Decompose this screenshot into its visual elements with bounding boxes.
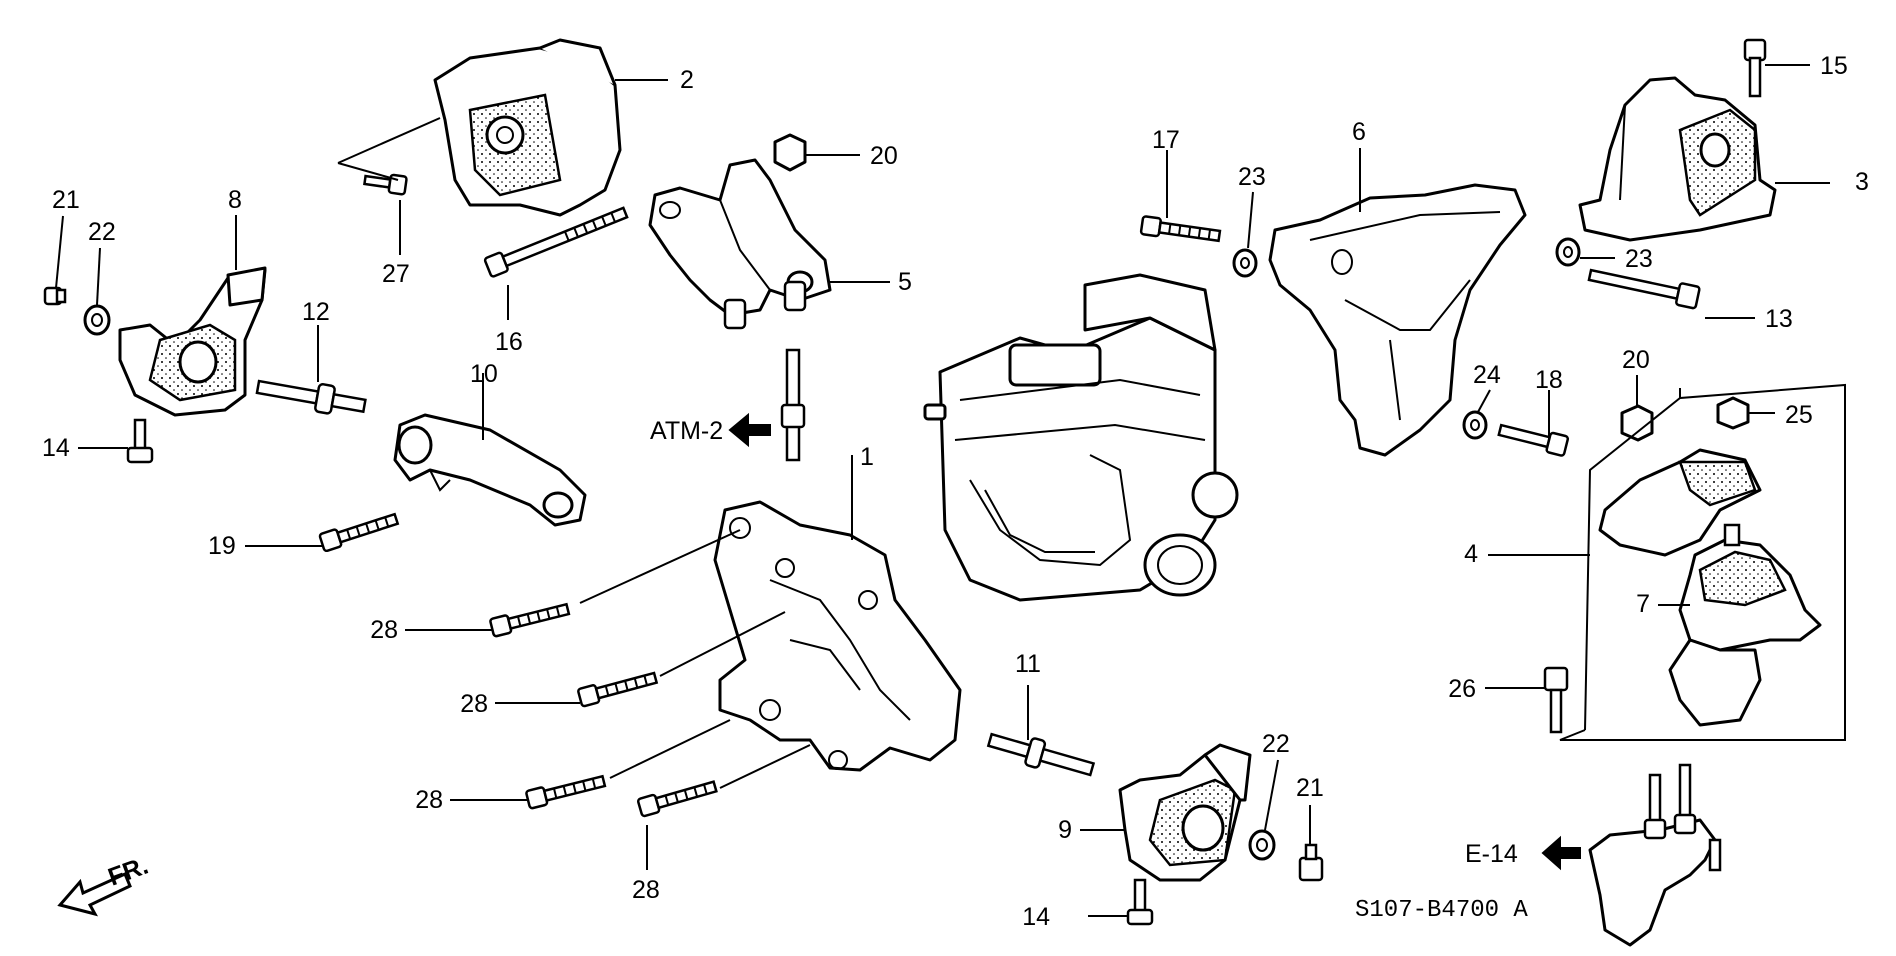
part-21-bolt-right [1298,843,1324,882]
part-9-mount [1118,743,1252,882]
part-11-stud [986,732,1096,777]
part-14-bolt-left [126,418,154,464]
callout-22-right: 22 [1262,730,1290,758]
callout-7: 7 [1636,590,1650,618]
part-15-bolt [1743,38,1767,98]
part-16-bolt [483,206,629,278]
callout-21-left: 21 [52,186,80,214]
part-22-washer-right [1248,829,1276,861]
callout-6: 6 [1352,118,1366,146]
part-3-mount [1578,76,1777,242]
callout-26: 26 [1448,675,1476,703]
part-26-bolt [1543,666,1569,734]
part-5-bracket [648,158,832,330]
callout-13: 13 [1765,305,1793,333]
callout-15: 15 [1820,52,1848,80]
callout-28-b: 28 [460,690,488,718]
callout-14-right: 14 [1022,903,1050,931]
callout-16: 16 [495,328,523,356]
callout-21-right: 21 [1296,774,1324,802]
front-direction-arrow-icon [57,871,132,917]
callout-19: 19 [208,532,236,560]
part-21-bolt-left [43,286,67,306]
atm-2-reference: ATM-2 [650,417,723,445]
callout-12: 12 [302,298,330,326]
part-18-bolt [1497,423,1570,457]
part-24-washer [1462,410,1488,440]
callout-23-left: 23 [1238,163,1266,191]
callout-28-a: 28 [370,616,398,644]
part-13-bolt [1587,268,1701,310]
part-17-bolt [1139,214,1222,247]
part-28-bolt-3 [524,771,608,810]
e14-reference-part [1588,763,1722,947]
callout-1: 1 [860,443,874,471]
part-27-bolt [363,173,408,196]
part-22-washer-left [83,304,111,336]
part-2-mount [433,38,622,217]
callout-18: 18 [1535,366,1563,394]
part-6-bracket [1268,183,1527,457]
callout-5: 5 [898,268,912,296]
e-14-reference: E-14 [1465,840,1518,868]
part-23-washer-left [1232,248,1258,278]
callout-2: 2 [680,66,694,94]
callout-20-right: 20 [1622,346,1650,374]
part-1-bracket [713,500,962,772]
part-25-nut [1716,396,1750,430]
engine-block [923,273,1239,602]
part-20-nut-top [773,133,807,172]
part-19-bolt [317,509,401,553]
part-14-bolt-right [1126,878,1154,926]
callout-3: 3 [1855,168,1869,196]
part-12-stud [255,379,367,415]
callout-17: 17 [1152,126,1180,154]
part-28-bolt-1 [488,599,572,638]
part-28-bolt-4 [636,776,719,818]
part-28-bolt-2 [576,667,659,708]
callout-23-right: 23 [1625,245,1653,273]
callout-28-d: 28 [632,876,660,904]
callout-8: 8 [228,186,242,214]
callout-24: 24 [1473,361,1501,389]
callout-27: 27 [382,260,410,288]
diagram-code: S107-B4700 A [1355,897,1528,924]
part-23-washer-right [1555,237,1581,267]
atm-ref-arrow-icon [728,412,771,448]
callout-4: 4 [1464,540,1478,568]
callout-22-left: 22 [88,218,116,246]
e14-ref-arrow-icon [1541,835,1581,871]
front-label: FR. [104,852,151,892]
part-4-assembly [1559,383,1846,741]
atm-stud [780,348,806,462]
callout-10: 10 [470,360,498,388]
callout-9: 9 [1058,816,1072,844]
part-8-mount [118,266,267,417]
callout-28-c: 28 [415,786,443,814]
part-10-link [393,413,587,527]
callout-14-left: 14 [42,434,70,462]
callout-20-top: 20 [870,142,898,170]
callout-11: 11 [1015,650,1041,678]
callout-25: 25 [1785,401,1813,429]
